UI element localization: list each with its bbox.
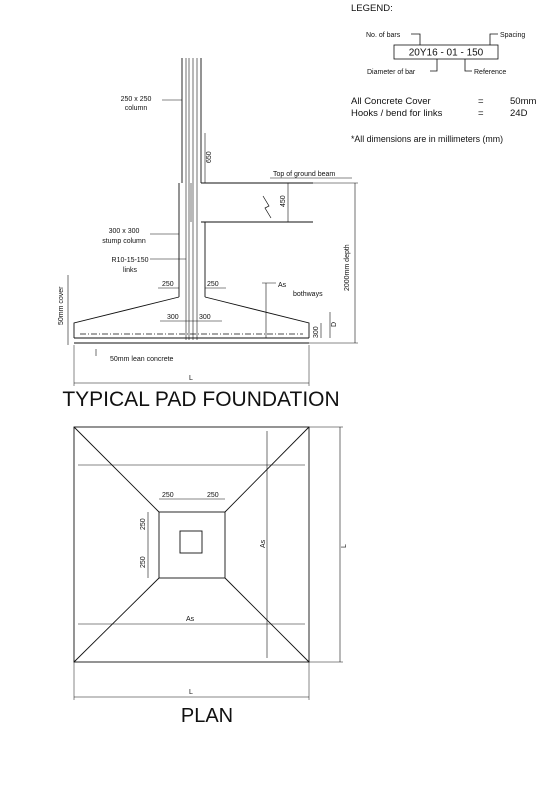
cover-label: 50mm cover	[58, 286, 65, 325]
legend-heading: LEGEND:	[351, 3, 393, 14]
plan-as-vertical: As	[260, 539, 267, 548]
section-text: 250 x 250 column 650 Top of ground beam …	[58, 96, 351, 411]
plan-stump	[158, 511, 226, 579]
legend-hooks-label: Hooks / bend for links	[351, 108, 443, 119]
plan-pad-outline	[73, 426, 310, 663]
column-label-1: 250 x 250	[121, 96, 152, 103]
dim-250-right: 250	[207, 281, 219, 288]
plan-250-side-bottom: 250	[140, 556, 147, 568]
stump-label-1: 300 x 300	[109, 228, 140, 235]
legend-cover-value: 50mm	[510, 96, 536, 107]
plan-diag-bl	[73, 577, 160, 663]
legend-hooks-value: 24D	[510, 108, 528, 119]
links-label-2: links	[123, 267, 138, 274]
plan-diag-tl	[73, 426, 160, 513]
plan-l-right: L	[341, 544, 348, 548]
legend-cover-label: All Concrete Cover	[351, 96, 431, 107]
legend-leader-bars	[411, 33, 421, 45]
plan-column	[179, 530, 203, 554]
plan-250-top-left: 250	[162, 492, 174, 499]
dim-250-left: 250	[162, 281, 174, 288]
legend-reference: Reference	[474, 69, 506, 76]
dim-300-vert: 300	[313, 326, 320, 338]
plan-l-bottom: L	[189, 689, 193, 696]
section-title: TYPICAL PAD FOUNDATION	[62, 388, 339, 411]
legend-leader-reference	[464, 59, 472, 72]
legend-no-of-bars: No. of bars	[366, 32, 401, 39]
links-label-1: R10-15-150	[112, 257, 149, 264]
as-label: As	[278, 282, 287, 289]
dim-450: 450	[280, 195, 287, 207]
plan-drawing	[73, 426, 343, 700]
legend-example: 20Y16 - 01 - 150	[409, 48, 484, 59]
section-drawing	[67, 58, 358, 386]
leader-as	[262, 282, 276, 338]
legend-leader-spacing	[489, 33, 498, 45]
legend-note: *All dimensions are in millimeters (mm)	[351, 134, 503, 144]
legend: LEGEND: No. of bars Spacing 20Y16 - 01 -…	[351, 3, 536, 144]
plan-250-side-top: 250	[140, 518, 147, 530]
lean-concrete: 50mm lean concrete	[110, 356, 174, 363]
legend-leader-diameter	[430, 59, 438, 72]
plan-text: 250 250 250 250 As As L L PLAN	[140, 492, 348, 727]
plan-as-horizontal: As	[186, 616, 195, 623]
legend-diameter: Diameter of bar	[367, 69, 416, 76]
top-of-ground-beam: Top of ground beam	[273, 171, 335, 178]
plan-title: PLAN	[181, 705, 233, 727]
pad-slope	[73, 296, 310, 338]
dim-650: 650	[206, 151, 213, 163]
legend-cover-eq: =	[478, 96, 484, 107]
legend-example-box	[393, 44, 499, 60]
plan-250-top-right: 250	[207, 492, 219, 499]
depth-label: 2000mm depth	[344, 244, 351, 291]
legend-spacing: Spacing	[500, 32, 525, 39]
stump-label-2: stump column	[102, 238, 146, 245]
column-label-2: column	[125, 105, 148, 112]
section-l: L	[189, 375, 193, 382]
d-label: D	[331, 322, 338, 327]
beam-break-mark	[262, 195, 272, 219]
bothways: bothways	[293, 291, 323, 298]
dim-300-right: 300	[199, 314, 211, 321]
dim-300-left: 300	[167, 314, 179, 321]
legend-hooks-eq: =	[478, 108, 484, 119]
